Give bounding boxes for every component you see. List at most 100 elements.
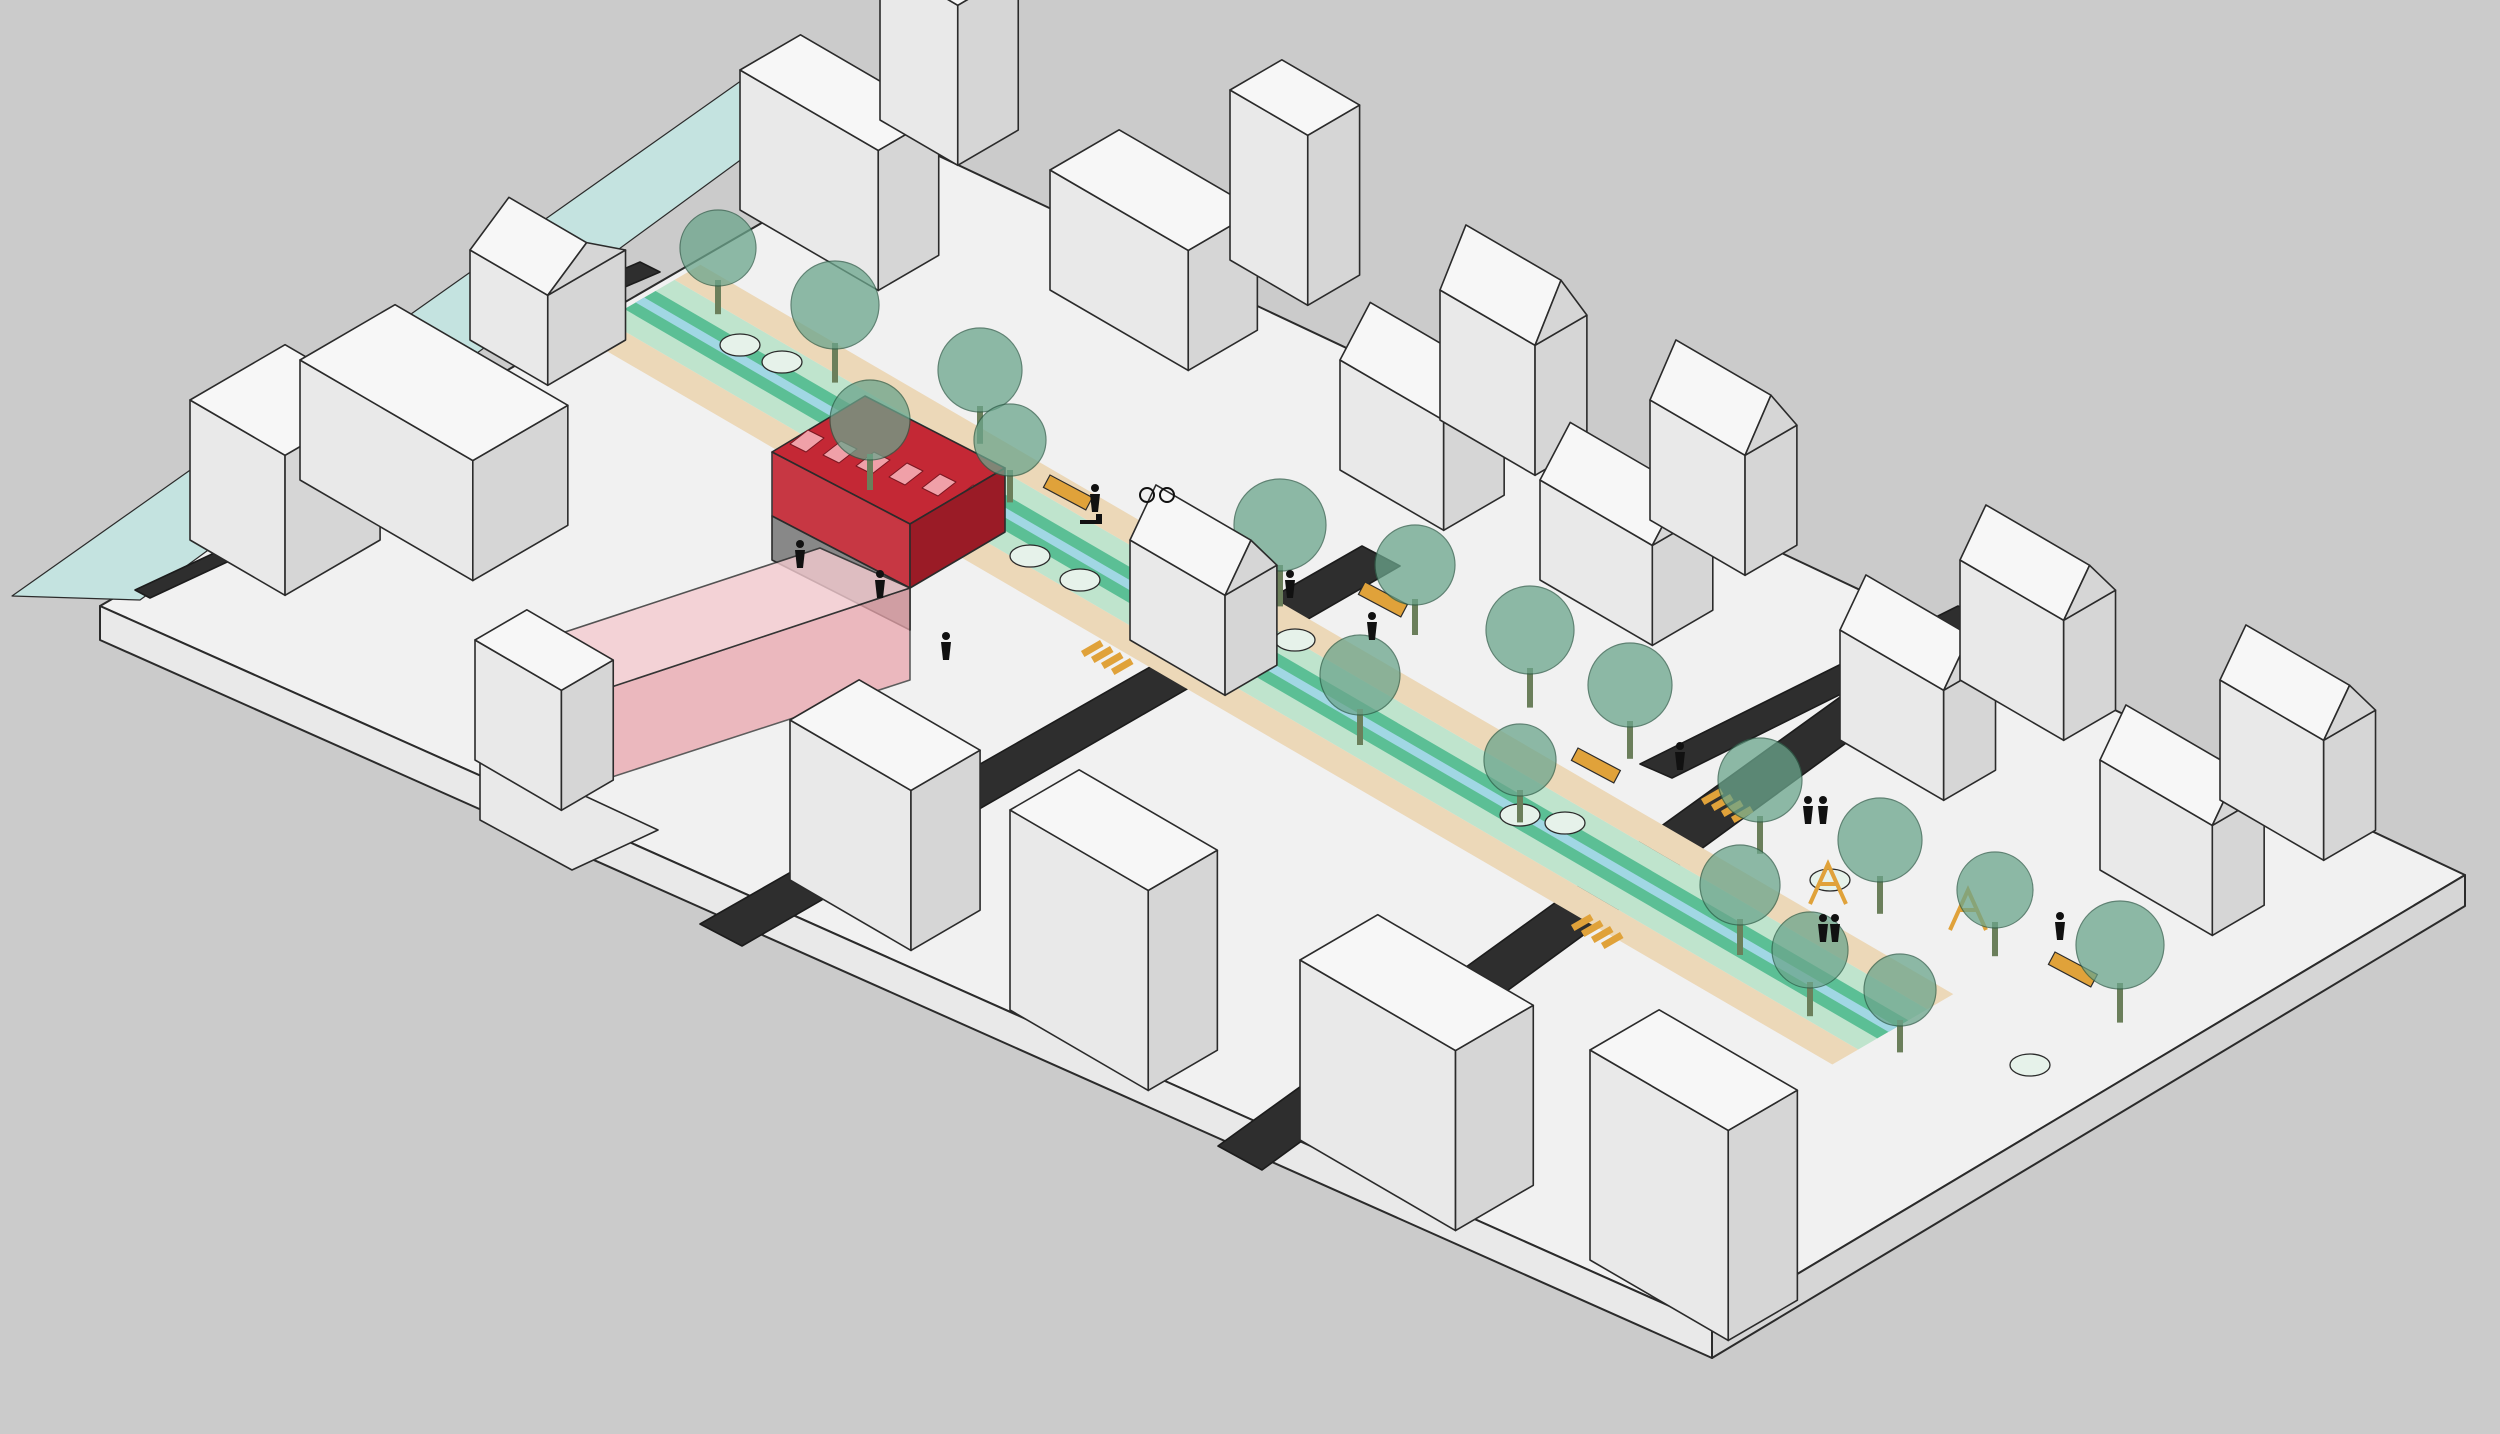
tree-trunk: [1897, 1020, 1903, 1053]
tree-canopy: [829, 379, 911, 461]
tree-trunk: [1357, 709, 1363, 745]
person-icon: [2055, 912, 2065, 940]
building-roof: [1009, 768, 1219, 892]
tree-canopy: [1483, 723, 1557, 797]
building-block: [474, 609, 615, 812]
tree-trunk: [1992, 922, 1998, 957]
pavilion-skylight: [789, 429, 825, 453]
person-body: [875, 580, 885, 598]
building-block: [1009, 768, 1219, 1092]
tree-icon: [1319, 634, 1401, 745]
person-icon: [1818, 914, 1828, 942]
building-face-side: [1147, 849, 1219, 1092]
person-icon: [1090, 484, 1100, 512]
tree-icon: [1699, 844, 1781, 955]
person-icon: [795, 540, 805, 568]
tree-trunk: [1527, 668, 1533, 708]
building-blocks-front: [474, 484, 1799, 1342]
building-face-side: [1727, 1089, 1799, 1342]
building-block: [789, 678, 981, 952]
tree-canopy: [1699, 844, 1781, 926]
street-furniture: [719, 333, 2099, 1077]
house-block: [469, 196, 627, 387]
tree-trunk: [1517, 790, 1523, 823]
tree-trunk: [1807, 982, 1813, 1017]
planter-icon: [1059, 568, 1101, 592]
tree-canopy: [1956, 851, 2034, 929]
person-body: [1830, 924, 1840, 942]
tree-canopy: [1374, 524, 1456, 606]
person-head: [796, 540, 804, 548]
tree-trunk: [2117, 983, 2123, 1023]
crosswalk-icon: [1600, 932, 1624, 950]
tree-icon: [1717, 737, 1803, 854]
planter-icon: [1009, 544, 1051, 568]
building-roof: [474, 609, 615, 692]
tree-trunk: [715, 280, 721, 315]
tree-canopy: [1771, 911, 1849, 989]
person-head: [876, 570, 884, 578]
tree-trunk: [1627, 721, 1633, 759]
pavilion-skylight: [921, 473, 957, 497]
tree-trunk: [1412, 599, 1418, 635]
crosswalk-icon: [1110, 658, 1134, 676]
house-block: [1959, 504, 2117, 742]
tree-canopy: [1717, 737, 1803, 823]
person-icon: [1818, 796, 1828, 824]
person-body: [1090, 494, 1100, 512]
person-head: [1819, 914, 1827, 922]
tree-icon: [790, 260, 880, 383]
tree-trunk: [1877, 876, 1883, 914]
pavilion-side: [909, 467, 1006, 589]
tree-canopy: [1587, 642, 1673, 728]
roof-gable: [2062, 564, 2117, 622]
crosswalk-icon: [1580, 919, 1604, 938]
building-roof: [947, 0, 969, 7]
tree-canopy: [679, 209, 757, 287]
tree-canopy: [1863, 953, 1937, 1027]
tree-icon: [973, 403, 1047, 503]
tree-icon: [1956, 851, 2034, 957]
person-icon: [1675, 742, 1685, 770]
tree-trunk: [1737, 919, 1743, 955]
tree-trunk: [1277, 565, 1283, 607]
trees: [679, 209, 2165, 1053]
tree-trunk: [1757, 816, 1763, 854]
pavilion-skylight: [888, 462, 924, 486]
tree-trunk: [867, 454, 873, 490]
person-icon: [875, 570, 885, 598]
house-block: [2099, 704, 2265, 937]
tree-trunk: [832, 343, 838, 383]
planter-icon: [2009, 1053, 2051, 1077]
tree-icon: [1587, 642, 1673, 759]
planter-icon: [1274, 628, 1316, 652]
roof-gable: [1534, 279, 1588, 347]
dog-icon: [1080, 514, 1102, 524]
roof-gable: [546, 241, 627, 297]
building-blocks-back: [189, 0, 2377, 937]
person-icon: [1367, 612, 1377, 640]
person-body: [1285, 580, 1295, 598]
roof-gable: [1744, 394, 1798, 457]
tree-canopy: [937, 327, 1023, 413]
person-head: [1676, 742, 1684, 750]
crosswalk-icon: [1080, 639, 1104, 658]
bench-icon: [1042, 474, 1094, 511]
building-face-side: [1306, 104, 1361, 307]
crosswalk-icon: [1590, 926, 1614, 944]
building-block: [299, 303, 569, 582]
person-body: [1818, 806, 1828, 824]
crosswalk-icon: [1100, 652, 1124, 670]
tree-canopy: [1837, 797, 1923, 883]
tree-icon: [1771, 911, 1849, 1017]
tree-icon: [1374, 524, 1456, 635]
roof-gable: [1224, 539, 1278, 597]
person-head: [1368, 612, 1376, 620]
person-body: [2055, 922, 2065, 940]
bench-icon: [1570, 747, 1622, 784]
tree-canopy: [973, 403, 1047, 477]
building-roof: [1229, 59, 1361, 137]
building-roof: [1589, 1008, 1799, 1132]
building-block: [1229, 59, 1361, 307]
people-figures: [795, 484, 2065, 942]
